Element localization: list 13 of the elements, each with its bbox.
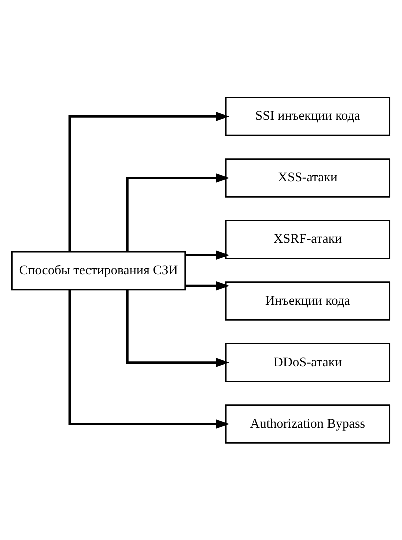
node-box: XSS-атаки: [225, 158, 391, 198]
node-box: DDoS-атаки: [225, 342, 391, 382]
arrow: [186, 250, 230, 260]
node-box: XSRF-атаки: [225, 220, 391, 259]
node-box: Authorization Bypass: [225, 404, 391, 444]
node-box: Инъекции кода: [225, 281, 391, 320]
arrow: [126, 290, 230, 367]
node-box: Способы тестирования СЗИ: [11, 250, 186, 290]
arrow: [126, 173, 230, 252]
arrow: [68, 112, 230, 252]
arrow: [186, 280, 230, 290]
node-box: SSI инъекции кода: [225, 96, 391, 136]
arrow: [68, 290, 230, 428]
